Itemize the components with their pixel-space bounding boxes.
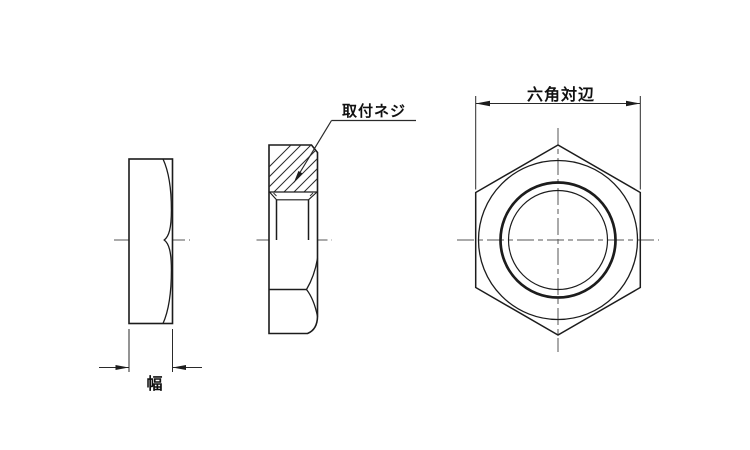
chamfer-circle (477, 159, 639, 321)
across-flats-dimension (475, 96, 641, 190)
leader-mounting-screw (293, 119, 416, 184)
thread-chamfer-left-hatch (273, 192, 277, 197)
leader-arrowhead-icon (293, 171, 303, 184)
flats-arrowhead-right-icon (626, 100, 641, 107)
thread-chamfer-right-hatch (309, 192, 314, 197)
facet-chamfer-arc-lower (305, 289, 319, 317)
section-view (256, 144, 332, 335)
width-arrowhead-left-icon (115, 365, 129, 370)
hexagon-outline (474, 144, 642, 336)
flats-arrowhead-left-icon (475, 100, 490, 107)
leader-line (295, 120, 333, 180)
hex-across-flats-label: 六角対辺 (526, 87, 595, 104)
width-dimension (99, 329, 202, 372)
mounting-screw-label: 取付ネジ (341, 103, 406, 120)
width-label: 幅 (146, 376, 164, 393)
side-view (114, 158, 190, 325)
thread-hole-inner-circle (507, 189, 609, 291)
front-view (457, 128, 659, 352)
thread-chamfer-right (308, 191, 318, 201)
facet-chamfer-arc-upper (305, 258, 319, 290)
thread-chamfer-left (269, 191, 277, 201)
thread-hole-outer-circle (499, 181, 617, 299)
section-hatching (269, 145, 318, 192)
width-arrowhead-right-icon (172, 365, 186, 370)
side-view-chamfer-curve (162, 158, 173, 324)
